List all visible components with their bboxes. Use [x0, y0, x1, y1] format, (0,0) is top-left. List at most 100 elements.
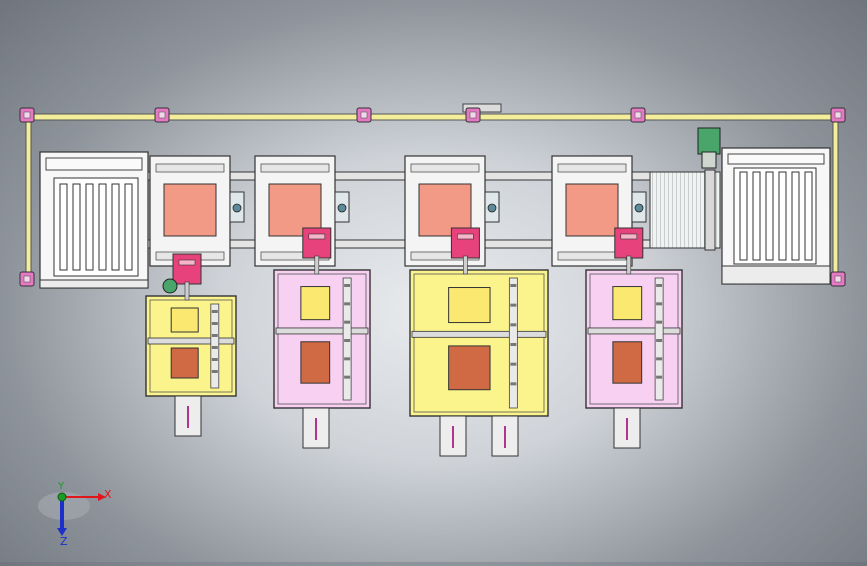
station-motor-icon — [162, 278, 178, 294]
actuator-slider — [172, 253, 202, 285]
station-rail — [275, 327, 369, 335]
cable-tick — [344, 357, 351, 361]
slider-cap — [308, 233, 326, 240]
shuttle-plate — [149, 155, 245, 267]
cable-tick — [211, 334, 218, 337]
tray-slot — [85, 183, 94, 271]
clamp-bolt — [634, 203, 644, 213]
station-rail — [411, 330, 547, 338]
cable-tick — [510, 284, 517, 287]
plate-pad — [565, 183, 619, 237]
frame-mount-bolt — [634, 111, 642, 119]
cable-tick — [211, 358, 218, 361]
cable-tick — [656, 357, 663, 361]
frame-mount-bolt — [834, 275, 842, 283]
tray-slot — [59, 183, 68, 271]
station-inner — [413, 273, 545, 413]
shuttle-plate — [551, 155, 647, 267]
cable-tick — [211, 370, 218, 373]
fixture-block — [612, 286, 643, 321]
cable-tick — [656, 302, 663, 306]
tray-slot — [752, 171, 761, 261]
cable-tick — [656, 339, 663, 342]
cable-tick — [344, 284, 351, 287]
frame-rail-left — [25, 113, 32, 283]
test-station — [409, 227, 549, 457]
plate-pad — [268, 183, 322, 237]
frame-rail-top — [25, 113, 839, 121]
cable-tick — [344, 320, 351, 324]
clamp-bolt — [232, 203, 242, 213]
fixture-block — [170, 307, 199, 333]
cable-tick — [656, 375, 663, 379]
frame-mount-bolt — [469, 111, 477, 119]
tray-slot — [791, 171, 800, 261]
drive-shaft — [704, 169, 716, 251]
cable-tick — [510, 343, 517, 346]
actuator-slider — [302, 227, 332, 259]
tray-slot — [72, 183, 81, 271]
tray-slot — [765, 171, 774, 261]
clamp-bolt — [487, 203, 497, 213]
test-stations — [145, 227, 683, 457]
slider-rod — [463, 255, 468, 275]
plate-pad — [163, 183, 217, 237]
cable-tick — [211, 346, 218, 349]
shuttle-plate — [254, 155, 350, 267]
cable-tick — [510, 362, 517, 366]
frame-mount-bolt — [360, 111, 368, 119]
station-rail — [147, 337, 235, 345]
frame-pad-top — [462, 103, 502, 113]
station-leg — [174, 395, 202, 437]
actuator-slider — [450, 227, 480, 259]
y-axis-dot — [57, 492, 67, 502]
plate-header — [557, 163, 627, 173]
tray-slot — [778, 171, 787, 261]
frame-mount-bolt — [23, 275, 31, 283]
fixture-block — [300, 286, 331, 321]
station-inner — [589, 273, 679, 405]
cable-tick — [344, 302, 351, 306]
tray-slot — [804, 171, 813, 261]
probe-block — [448, 345, 491, 391]
tray-slot — [739, 171, 748, 261]
test-station — [145, 253, 237, 437]
clamp-bolt — [337, 203, 347, 213]
cable-tick — [344, 375, 351, 379]
probe-block — [170, 347, 199, 379]
slider-rod — [314, 255, 320, 275]
y-axis-label: Y — [57, 481, 65, 492]
probe-block — [612, 341, 643, 384]
test-station — [585, 227, 683, 449]
slider-cap — [457, 233, 474, 240]
tray-slot — [124, 183, 133, 271]
cable-tick — [510, 323, 517, 327]
cable-tick — [510, 382, 517, 386]
station-inner — [277, 273, 367, 405]
coordinate-triad: X Y Z — [38, 481, 112, 548]
plate-header — [260, 163, 330, 173]
left-load-tray[interactable] — [39, 151, 149, 289]
probe-block — [300, 341, 331, 384]
right-load-tray[interactable] — [721, 147, 831, 285]
slider-rod — [626, 255, 632, 275]
fixture-block — [448, 287, 491, 324]
cable-tick — [344, 339, 351, 342]
drive-motor-icon[interactable] — [697, 127, 721, 169]
frame-mount-bolt — [158, 111, 166, 119]
slider-cap — [620, 233, 638, 240]
frame-mount-bolt — [23, 111, 31, 119]
frame-mounts — [19, 107, 846, 287]
tray-slot — [98, 183, 107, 271]
frame-rail-right — [832, 113, 839, 283]
actuator-slider — [614, 227, 644, 259]
slider-rod — [184, 281, 190, 301]
cable-tick — [211, 310, 218, 313]
plate-header — [410, 163, 480, 173]
z-axis-label: Z — [60, 535, 68, 548]
cable-tick — [656, 320, 663, 324]
cable-tick — [510, 303, 517, 307]
test-station — [273, 227, 371, 449]
